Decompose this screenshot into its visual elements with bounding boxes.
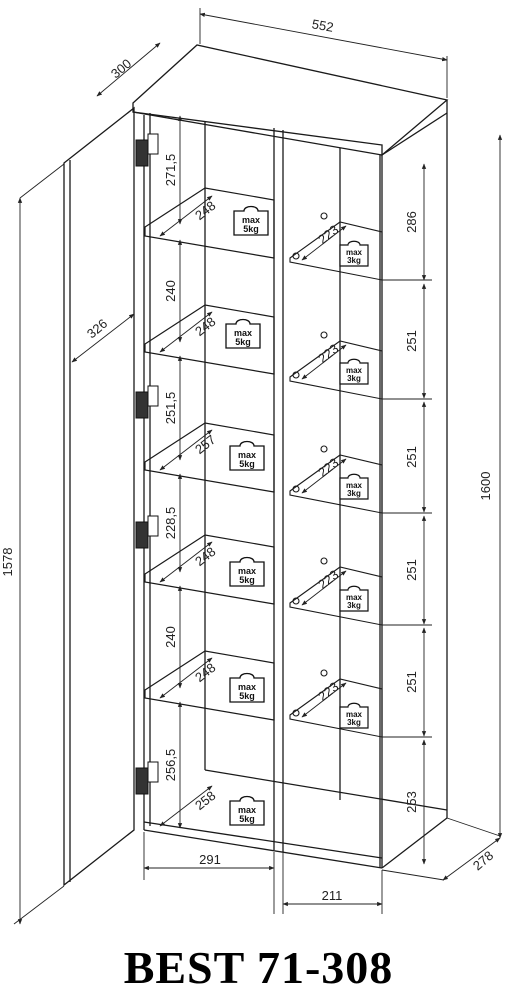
dim-width: 552 bbox=[311, 16, 335, 35]
weight-icon: max 3kg bbox=[339, 473, 369, 500]
right-gap-label: 253 bbox=[404, 791, 419, 813]
right-shelf-depth-label: 223 bbox=[315, 455, 341, 480]
weight-max-label: max bbox=[234, 328, 252, 338]
weight-max-label: max bbox=[238, 450, 256, 460]
hinge-icon bbox=[135, 761, 159, 795]
dim-depth: 300 bbox=[108, 56, 134, 81]
left-gap-label: 240 bbox=[163, 280, 178, 302]
dim-left-width: 291 bbox=[199, 852, 221, 867]
weight-max-label: max bbox=[238, 805, 256, 815]
weight-icon: max 5kg bbox=[229, 440, 265, 471]
hinge-icon bbox=[135, 385, 159, 419]
left-shelf-depth-label: 248 bbox=[192, 198, 218, 223]
weight-max-label: max bbox=[242, 215, 260, 225]
weight-icon: max 5kg bbox=[225, 318, 261, 349]
right-gap-label: 286 bbox=[404, 211, 419, 233]
right-shelf-depth-label: 223 bbox=[315, 341, 341, 366]
weight-value-label: 3kg bbox=[347, 256, 361, 265]
weight-max-label: max bbox=[238, 682, 256, 692]
model-title: BEST 71-308 bbox=[123, 942, 394, 993]
left-shelf bbox=[144, 650, 275, 721]
weight-icon: max 5kg bbox=[229, 795, 265, 826]
left-shelves bbox=[144, 187, 275, 721]
left-gap-label: 228,5 bbox=[163, 507, 178, 540]
left-shelf-depth-label: 258 bbox=[192, 788, 218, 813]
open-door bbox=[63, 106, 135, 887]
dim-right-width: 211 bbox=[322, 888, 343, 903]
weight-value-label: 3kg bbox=[347, 718, 361, 727]
right-gap-label: 251 bbox=[404, 330, 419, 352]
weight-max-label: max bbox=[346, 593, 363, 602]
hinge-icon bbox=[135, 133, 159, 167]
left-shelf-depth-label: 248 bbox=[192, 660, 218, 685]
weight-icon: max 5kg bbox=[233, 205, 269, 236]
weight-value-label: 5kg bbox=[235, 337, 251, 347]
weight-value-label: 5kg bbox=[239, 459, 255, 469]
right-shelf-depth-label: 223 bbox=[315, 679, 341, 704]
left-shelf-depth-label: 248 bbox=[192, 314, 218, 339]
left-gap-label: 240 bbox=[163, 626, 178, 648]
right-shelf-depth-label: 223 bbox=[315, 222, 341, 247]
weight-value-label: 3kg bbox=[347, 489, 361, 498]
weight-icon: max 5kg bbox=[229, 556, 265, 587]
dim-total-height: 1600 bbox=[478, 472, 493, 501]
hinges bbox=[135, 133, 159, 795]
left-shelf-depth-label: 248 bbox=[192, 544, 218, 569]
dim-door-height: 1578 bbox=[0, 548, 15, 577]
weight-max-label: max bbox=[346, 248, 363, 257]
weight-max-label: max bbox=[238, 566, 256, 576]
weight-value-label: 3kg bbox=[347, 374, 361, 383]
weight-icon: max 5kg bbox=[229, 672, 265, 703]
weight-max-label: max bbox=[346, 710, 363, 719]
left-shelf bbox=[144, 187, 275, 259]
right-shelf-depth-label: 223 bbox=[315, 567, 341, 592]
left-gap-label: 271,5 bbox=[163, 154, 178, 187]
weight-value-label: 5kg bbox=[239, 575, 255, 585]
weight-max-label: max bbox=[346, 481, 363, 490]
weight-icon: max 3kg bbox=[339, 358, 369, 385]
weight-icon: max 3kg bbox=[339, 585, 369, 612]
left-gap-label: 256,5 bbox=[163, 749, 178, 782]
weight-value-label: 5kg bbox=[243, 224, 259, 234]
left-shelf bbox=[144, 422, 275, 493]
weight-value-label: 3kg bbox=[347, 601, 361, 610]
left-shelf bbox=[144, 534, 275, 605]
left-gap-label: 251,5 bbox=[163, 392, 178, 425]
left-shelf bbox=[144, 304, 275, 375]
left-shelf-depth-label: 257 bbox=[192, 432, 218, 457]
dimension-lines bbox=[13, 8, 503, 925]
weight-max-label: max bbox=[346, 366, 363, 375]
dim-door-depth: 326 bbox=[84, 316, 110, 341]
right-gap-label: 251 bbox=[404, 559, 419, 581]
right-gap-label: 251 bbox=[404, 446, 419, 468]
weight-icon: max 3kg bbox=[339, 240, 369, 267]
hinge-icon bbox=[135, 515, 159, 549]
weight-value-label: 5kg bbox=[239, 691, 255, 701]
weight-value-label: 5kg bbox=[239, 814, 255, 824]
weight-icon: max 3kg bbox=[339, 702, 369, 729]
right-gap-label: 251 bbox=[404, 671, 419, 693]
right-shelves bbox=[289, 212, 383, 738]
dim-base-depth: 278 bbox=[470, 848, 496, 873]
